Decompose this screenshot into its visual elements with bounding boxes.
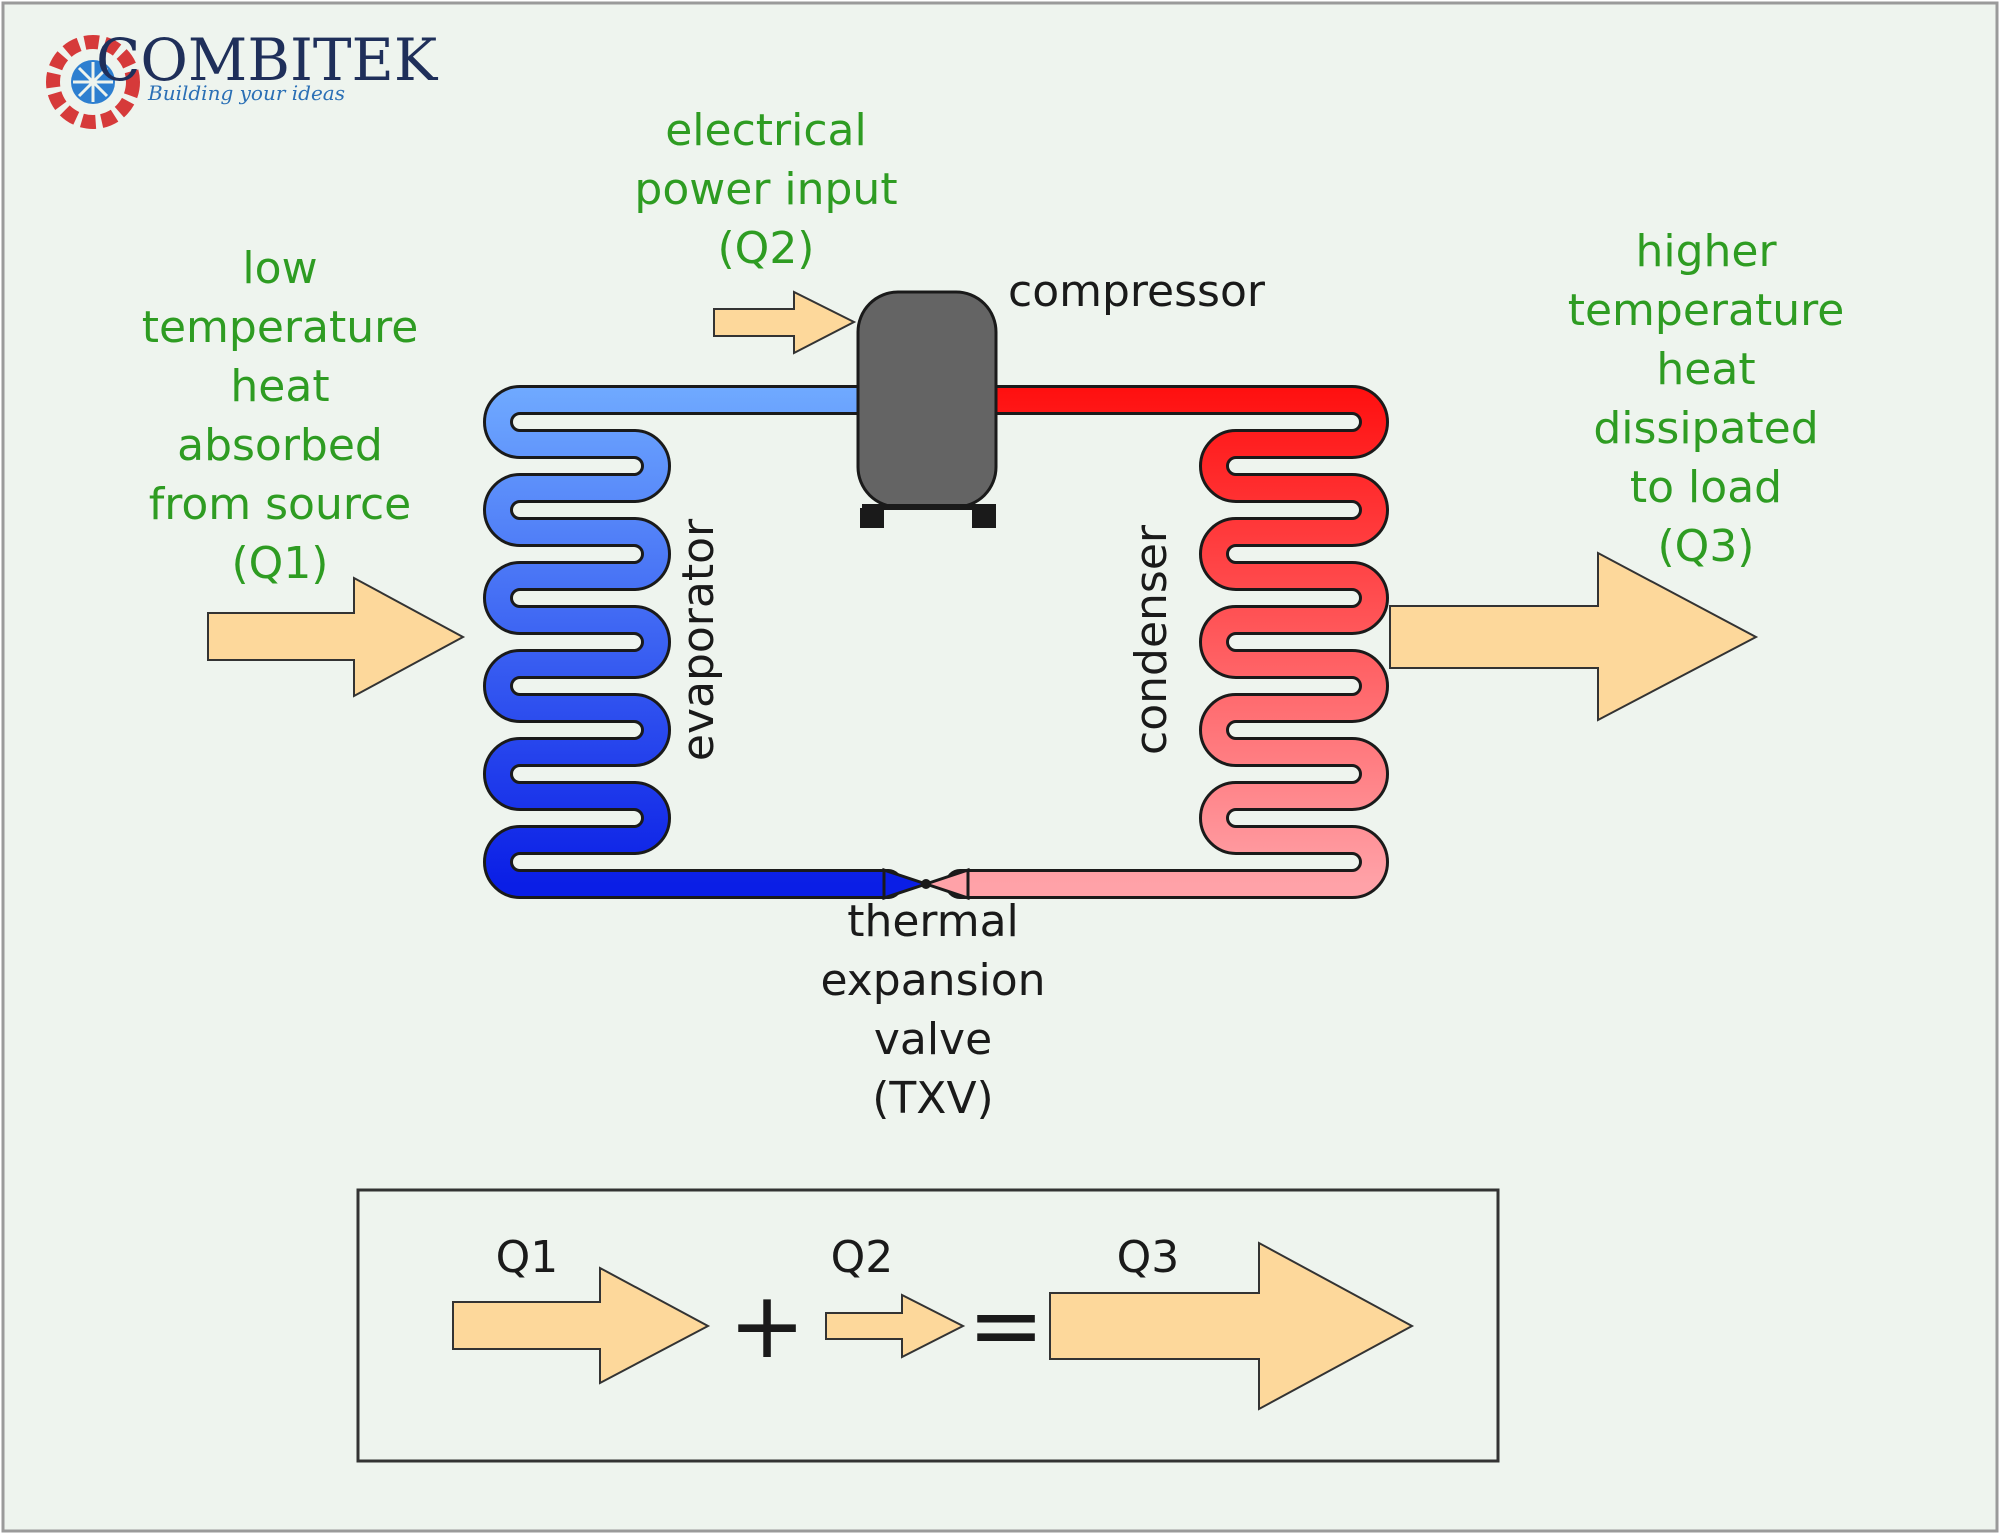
- svg-text:low: low: [242, 243, 317, 294]
- q2-label: electrical power input (Q2): [634, 105, 897, 274]
- valve-label: thermal expansion valve (TXV): [820, 896, 1045, 1124]
- svg-text:temperature: temperature: [1568, 285, 1845, 336]
- compressor: [856, 290, 998, 528]
- svg-text:higher: higher: [1635, 226, 1777, 277]
- equation-q3-arrow: [1049, 1241, 1415, 1411]
- condenser-label: condenser: [1126, 524, 1177, 755]
- evaporator-label: evaporator: [673, 518, 724, 761]
- svg-text:valve: valve: [874, 1014, 992, 1065]
- equation-q1-label: Q1: [496, 1232, 559, 1283]
- q1-arrow: [207, 576, 466, 698]
- logo: COMBITEK Building your ideas: [46, 26, 439, 129]
- svg-text:from source: from source: [149, 479, 412, 530]
- svg-text:expansion: expansion: [820, 955, 1045, 1006]
- svg-text:(Q1): (Q1): [232, 538, 329, 589]
- energy-balance-equation: Q1 Q2 Q3 + =: [356, 1188, 1500, 1463]
- compressor-label: compressor: [1008, 266, 1266, 317]
- equation-q3-label: Q3: [1117, 1232, 1180, 1283]
- logo-tagline: Building your ideas: [147, 81, 345, 105]
- equation-q1-arrow: [452, 1266, 711, 1385]
- svg-text:heat: heat: [230, 361, 329, 412]
- svg-text:to load: to load: [1630, 462, 1782, 513]
- equation-plus: +: [728, 1272, 805, 1379]
- q2-arrow: [713, 290, 857, 355]
- equation-q2-arrow: [825, 1293, 966, 1359]
- svg-text:absorbed: absorbed: [177, 420, 383, 471]
- logo-name: COMBITEK: [96, 26, 439, 94]
- q1-label: low temperature heat absorbed from sourc…: [142, 243, 419, 589]
- svg-text:(Q3): (Q3): [1658, 521, 1755, 572]
- svg-text:dissipated: dissipated: [1593, 403, 1818, 454]
- equation-equals: =: [967, 1272, 1044, 1379]
- svg-text:(TXV): (TXV): [872, 1073, 993, 1124]
- equation-q2-label: Q2: [831, 1232, 894, 1283]
- condenser-coil: [945, 385, 1389, 899]
- q3-arrow: [1389, 551, 1759, 722]
- gear-icon: [46, 35, 140, 129]
- evaporator-coil: [483, 385, 903, 899]
- svg-text:thermal: thermal: [847, 896, 1019, 947]
- svg-text:(Q2): (Q2): [718, 223, 815, 274]
- q3-label: higher temperature heat dissipated to lo…: [1568, 226, 1845, 572]
- svg-text:power input: power input: [634, 164, 897, 215]
- svg-text:electrical: electrical: [665, 105, 867, 156]
- expansion-valve: [882, 867, 970, 901]
- svg-text:temperature: temperature: [142, 302, 419, 353]
- svg-text:heat: heat: [1656, 344, 1755, 395]
